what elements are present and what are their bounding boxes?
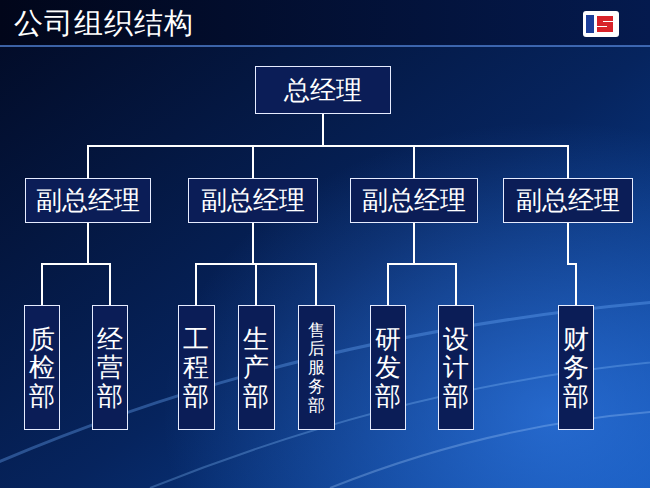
org-connector <box>323 114 568 178</box>
title-bar <box>0 0 650 46</box>
box-label: 副总经理 <box>362 183 466 218</box>
box-label: 副总经理 <box>516 183 620 218</box>
logo-bar <box>586 15 594 33</box>
vice-manager-box: 副总经理 <box>503 178 633 223</box>
department-box: 质检部 <box>24 305 60 430</box>
box-label: 设计部 <box>443 325 469 411</box>
box-label: 质检部 <box>29 325 55 411</box>
org-connector <box>88 223 110 305</box>
box-label: 生产部 <box>243 325 269 411</box>
org-connector <box>414 223 456 305</box>
org-connector <box>388 223 414 305</box>
department-box: 设计部 <box>438 305 474 430</box>
department-box: 工程部 <box>178 305 215 430</box>
org-connector <box>196 223 253 305</box>
department-box: 生产部 <box>238 305 275 430</box>
logo-mark <box>597 16 613 32</box>
box-label: 工程部 <box>183 325 209 411</box>
logo-icon <box>583 11 619 37</box>
vice-manager-box: 副总经理 <box>350 178 478 223</box>
light-streak <box>0 300 650 470</box>
box-label: 副总经理 <box>201 183 305 218</box>
department-box: 研发部 <box>370 305 406 430</box>
general-manager-box: 总经理 <box>255 66 391 114</box>
slide-title: 公司组织结构 <box>14 4 194 44</box>
org-connector <box>253 114 323 178</box>
box-label: 副总经理 <box>36 183 140 218</box>
logo-ground <box>583 11 619 37</box>
org-connector <box>253 223 316 305</box>
box-label: 财务部 <box>563 325 589 411</box>
org-connector <box>568 223 576 305</box>
box-label: 总经理 <box>284 73 362 108</box>
org-connector <box>42 223 88 305</box>
title-rule <box>0 45 650 47</box>
box-label: 研发部 <box>375 325 401 411</box>
box-label: 经营部 <box>97 325 123 411</box>
vice-manager-box: 副总经理 <box>25 178 151 223</box>
department-box: 经营部 <box>92 305 128 430</box>
vice-manager-box: 副总经理 <box>188 178 318 223</box>
box-label: 售后服务部 <box>308 321 325 414</box>
org-connector <box>88 114 323 178</box>
department-box: 售后服务部 <box>298 305 335 430</box>
department-box: 财务部 <box>558 305 594 430</box>
